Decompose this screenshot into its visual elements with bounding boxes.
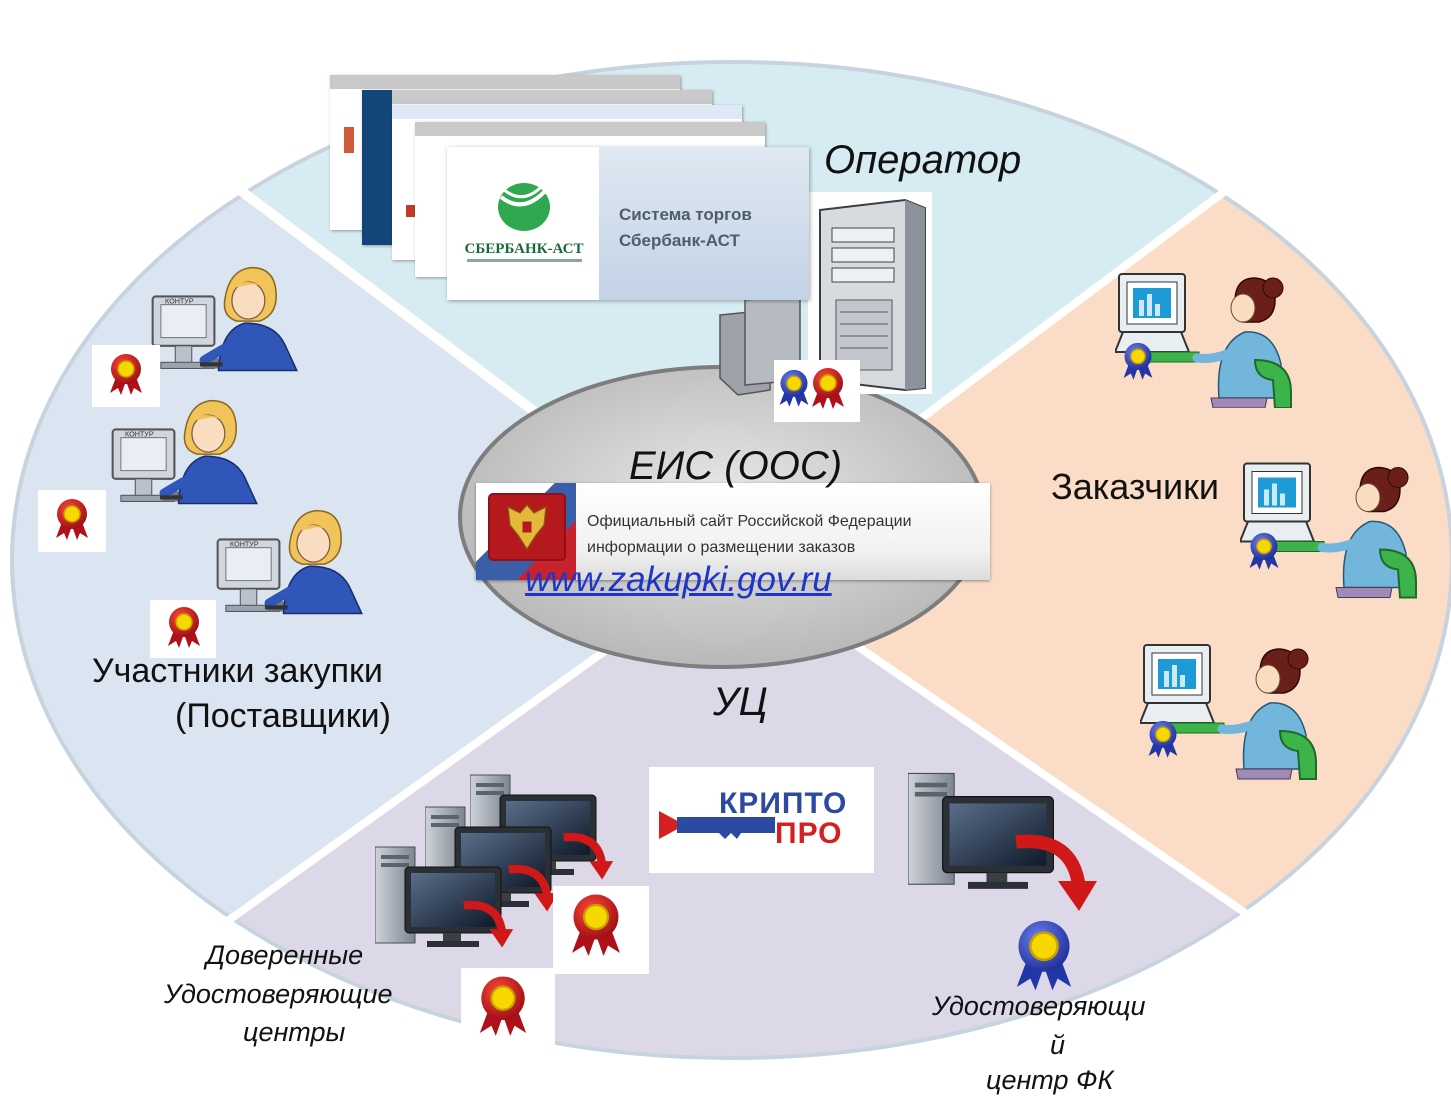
outer-ellipse-outline: [10, 60, 1451, 1060]
sberbank-title-panel: [599, 147, 809, 300]
eis-label: ЕИС (ООС): [629, 444, 843, 488]
sberbank-logo-icon: [498, 181, 550, 231]
operator-label: Оператор: [824, 138, 1022, 182]
trusted-centers-label-line-3: центры: [243, 1017, 346, 1047]
sberbank-logo-text: СБЕРБАНК-АСТ: [464, 241, 584, 257]
fk-center-label-line-1: Удостоверяющи: [932, 991, 1146, 1021]
customers-sector: [732, 62, 1451, 1058]
eis-banner-line-2: информации о размещении заказов: [587, 539, 856, 556]
sberbank-title-line-1: Система торгов: [619, 205, 752, 224]
participants-label-line-2: (Поставщики): [175, 697, 391, 735]
customers-label: Заказчики: [1051, 466, 1219, 507]
eis-url-link[interactable]: www.zakupki.gov.ru: [525, 560, 832, 599]
emblem-icon: [490, 495, 564, 559]
sberbank-ast-card: СБЕРБАНК-АСТ Система торгов Сбербанк-АСТ: [447, 147, 809, 300]
participants-label-line-1: Участники закупки: [92, 652, 383, 690]
fk-center-label-line-2: й: [1050, 1030, 1066, 1060]
trusted-centers-label-line-2: Удостоверяющие: [164, 979, 393, 1009]
key-icon: [659, 811, 775, 839]
cryptopro-word-2: ПРО: [775, 817, 843, 850]
uc-label: УЦ: [713, 680, 768, 724]
cryptopro-logo: КРИПТО ПРО: [649, 767, 874, 873]
sberbank-title-line-2: Сбербанк-АСТ: [619, 231, 740, 250]
trusted-centers-label-line-1: Доверенные: [206, 940, 364, 970]
fk-center-label-line-3: центр ФК: [986, 1065, 1114, 1095]
sberbank-tagline: [467, 259, 582, 262]
cryptopro-word-1: КРИПТО: [719, 787, 848, 820]
participants-sector: [12, 62, 732, 1058]
eis-banner-line-1: Официальный сайт Российской Федерации: [587, 513, 912, 530]
eis-site-banner: Официальный сайт Российской Федерации ин…: [476, 483, 990, 580]
